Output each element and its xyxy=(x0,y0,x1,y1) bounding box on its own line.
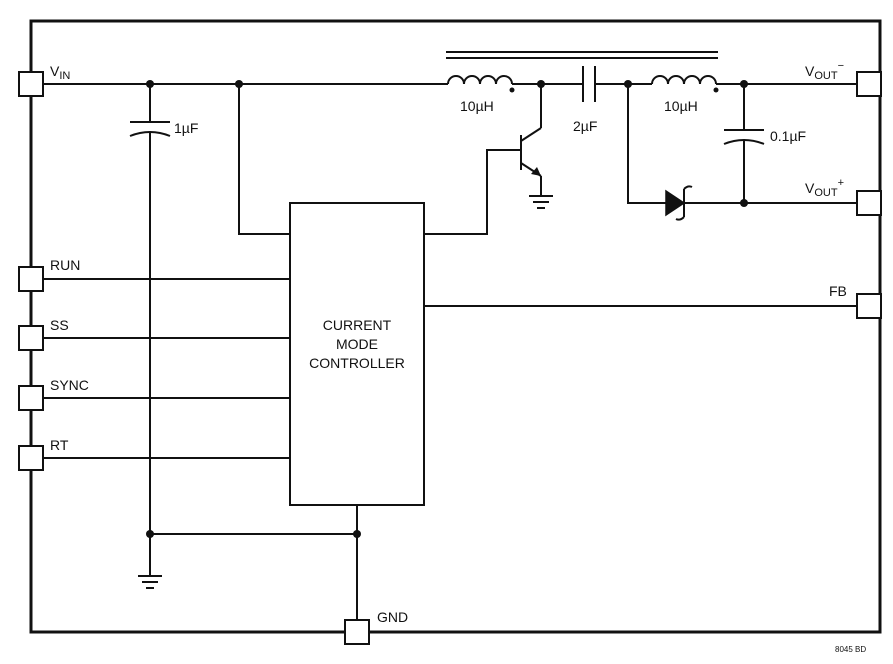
npn-transistor xyxy=(520,84,553,209)
sync-pin xyxy=(18,385,44,411)
vin-pin xyxy=(18,71,44,97)
ss-label: SS xyxy=(50,317,69,333)
controller-block xyxy=(289,202,425,506)
base-drive-wire xyxy=(424,149,521,235)
inductor-l2-value: 10µH xyxy=(664,98,698,114)
coupling-bar xyxy=(446,51,718,59)
controller-label-line3: CONTROLLER xyxy=(309,355,405,371)
ss-pin xyxy=(18,325,44,351)
run-pin xyxy=(18,266,44,292)
junction-dot xyxy=(740,199,748,207)
figure-code: 8045 BD xyxy=(835,645,866,654)
inductor-l2 xyxy=(651,75,719,93)
junction-dot xyxy=(353,530,361,538)
coupling-capacitor xyxy=(582,66,596,102)
input-capacitor-value: 1µF xyxy=(174,120,198,136)
input-capacitor xyxy=(129,84,171,534)
module-border xyxy=(29,19,882,634)
run-label: RUN xyxy=(50,257,80,273)
vout-pos-pin xyxy=(856,190,882,216)
gnd-label: GND xyxy=(377,609,408,625)
fb-label: FB xyxy=(829,283,847,299)
vout-pos-label: VOUT+ xyxy=(805,177,844,199)
diode-wire xyxy=(627,84,666,204)
coupling-capacitor-value: 2µF xyxy=(573,118,597,134)
controller-label-line1: CURRENT xyxy=(323,317,392,333)
vout-neg-pin xyxy=(856,71,882,97)
vout-neg-label: VOUT− xyxy=(805,60,844,82)
inductor-l1 xyxy=(447,75,515,93)
vin-to-controller-wire xyxy=(238,84,290,235)
ground-symbol-left xyxy=(138,534,162,589)
controller-label-line2: MODE xyxy=(336,336,378,352)
output-capacitor xyxy=(723,84,765,203)
sync-label: SYNC xyxy=(50,377,89,393)
rt-label: RT xyxy=(50,437,69,453)
gnd-pin xyxy=(344,619,370,645)
fb-pin xyxy=(856,293,882,319)
output-capacitor-value: 0.1µF xyxy=(770,128,806,144)
inductor-l1-value: 10µH xyxy=(460,98,494,114)
vin-label: VIN xyxy=(50,63,70,82)
rt-pin xyxy=(18,445,44,471)
